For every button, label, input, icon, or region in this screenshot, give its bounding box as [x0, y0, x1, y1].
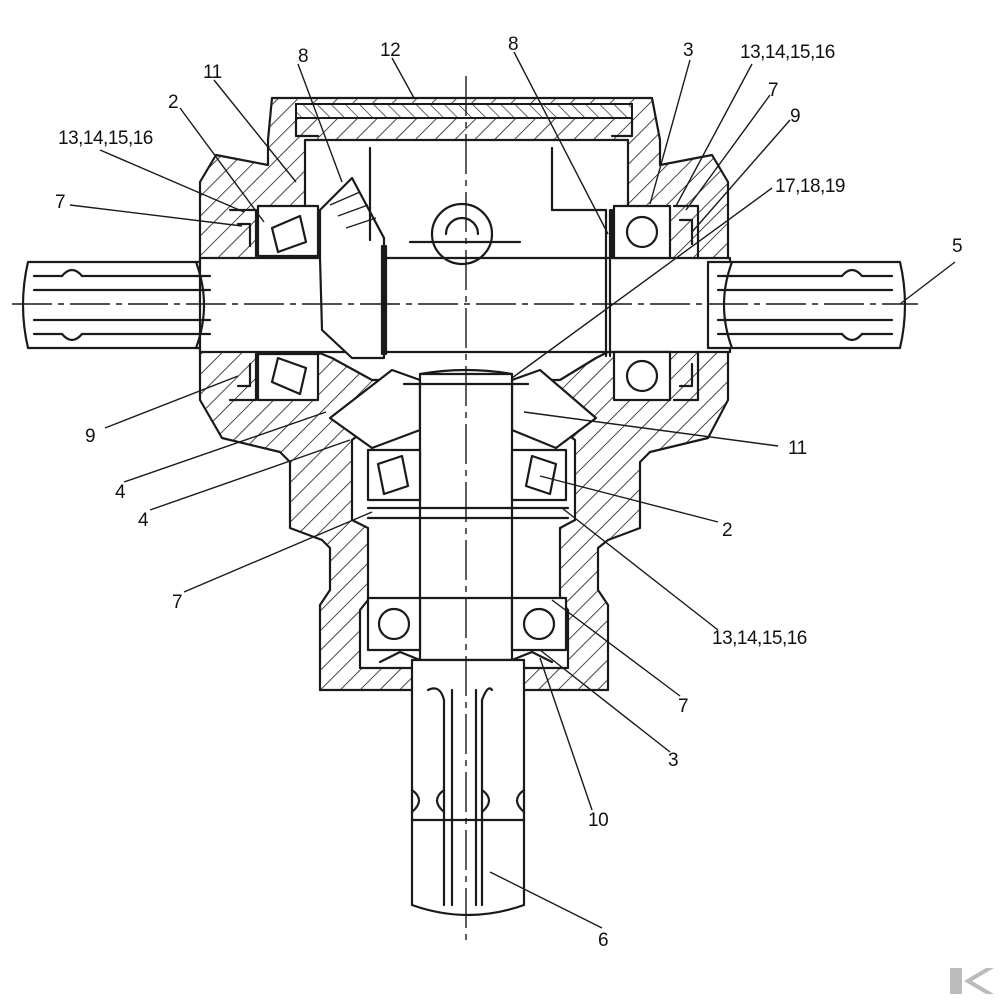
cover-rim	[294, 116, 634, 138]
callout-8-left: 8	[298, 46, 308, 67]
lower-bearing-right	[510, 596, 568, 652]
callout-10: 10	[588, 810, 608, 831]
callout-13-16-right: 13,14,15,16	[740, 42, 835, 63]
callout-8-right: 8	[508, 34, 518, 55]
output-spline	[410, 658, 526, 917]
right-spline	[716, 260, 894, 350]
leader-lines	[69, 51, 956, 929]
output-spline-grooves	[410, 687, 526, 907]
callout-4-upper: 4	[115, 482, 126, 503]
callout-3-lower: 3	[668, 750, 678, 771]
top-cover	[295, 103, 633, 119]
ring-right	[604, 208, 612, 358]
callout-7-lower-left: 7	[172, 592, 182, 613]
lower-ball-right	[522, 607, 556, 641]
vert-bearing-left	[366, 448, 422, 502]
right-bearing-bottom	[612, 350, 672, 402]
right-seal	[672, 204, 700, 402]
horizontal-shaft-right	[706, 260, 907, 350]
callout-7-right: 7	[768, 80, 778, 101]
lower-bearing-left	[366, 596, 422, 652]
left-bearing-bottom	[256, 352, 320, 402]
hub-right	[368, 146, 608, 242]
brand-logo	[950, 968, 994, 994]
callout-13-16-lower: 13,14,15,16	[712, 628, 807, 649]
horizontal-shaft-mid	[198, 256, 732, 354]
callout-7-left: 7	[55, 192, 65, 213]
right-ball-bottom	[625, 359, 659, 393]
callout-11-right: 11	[788, 438, 807, 459]
right-ball-top	[625, 215, 659, 249]
callout-2-top: 2	[168, 92, 178, 113]
breather-plug	[430, 202, 494, 266]
callout-12: 12	[380, 40, 400, 61]
right-bearing-top	[612, 204, 672, 260]
callout-7-lower-right: 7	[678, 696, 688, 717]
callout-3-top: 3	[683, 40, 693, 61]
vert-bearing-left-roller	[376, 454, 410, 496]
lower-ball-left	[377, 607, 411, 641]
callout-13-16-left: 13,14,15,16	[58, 128, 153, 149]
callout-4-lower: 4	[138, 510, 149, 531]
callout-6: 6	[598, 930, 608, 951]
callout-17-19: 17,18,19	[775, 176, 845, 197]
callout-2-right: 2	[722, 520, 732, 541]
breather-plug-inner	[408, 216, 522, 244]
left-bearing-roller-bottom	[270, 356, 308, 396]
callout-11-top: 11	[203, 62, 222, 83]
callout-5: 5	[952, 236, 962, 257]
callout-9-left: 9	[85, 426, 95, 447]
callout-9-right: 9	[790, 106, 800, 127]
left-bearing-roller-top	[270, 214, 308, 254]
horizontal-shaft	[21, 260, 222, 350]
ring-left	[380, 244, 388, 356]
bevel-gear-left	[318, 176, 386, 360]
vert-bearing-right-roller	[524, 454, 558, 496]
left-spline	[32, 260, 212, 350]
lower-seal	[378, 650, 554, 664]
